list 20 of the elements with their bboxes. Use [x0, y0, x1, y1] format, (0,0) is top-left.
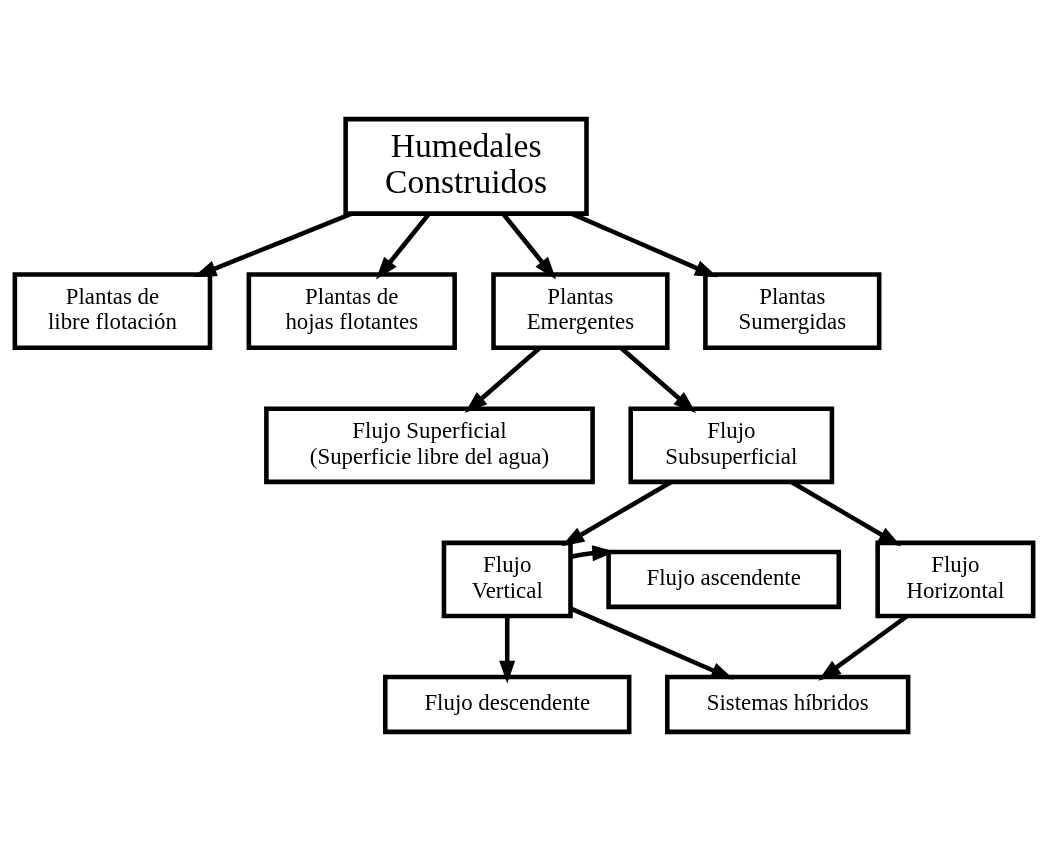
- arrow: [790, 479, 902, 546]
- arrow: [570, 211, 718, 277]
- node-box: Flujo ascendente: [606, 549, 842, 609]
- arrow: [193, 211, 353, 277]
- node-box: Plantas Sumergidas: [703, 271, 882, 350]
- node-box: Sistemas híbridos: [665, 674, 911, 734]
- node-box: Flujo descendente: [383, 674, 632, 734]
- arrow: [499, 615, 516, 684]
- arrow: [561, 479, 673, 546]
- arrow: [569, 606, 735, 680]
- node-box: Plantas de hojas flotantes: [246, 271, 457, 350]
- node-box: Humedales Construidos: [343, 116, 589, 216]
- arrow: [376, 211, 431, 280]
- node-box: Plantas Emergentes: [491, 271, 670, 350]
- node-box: Flujo Horizontal: [875, 540, 1036, 618]
- arrow: [501, 211, 557, 280]
- node-box: Plantas de libre flotación: [12, 271, 213, 350]
- node-box: Flujo Vertical: [441, 540, 573, 618]
- node-box: Flujo Superficial (Superficie libre del agua): [264, 405, 595, 484]
- node-box: Flujo Subsuperficial: [628, 405, 835, 484]
